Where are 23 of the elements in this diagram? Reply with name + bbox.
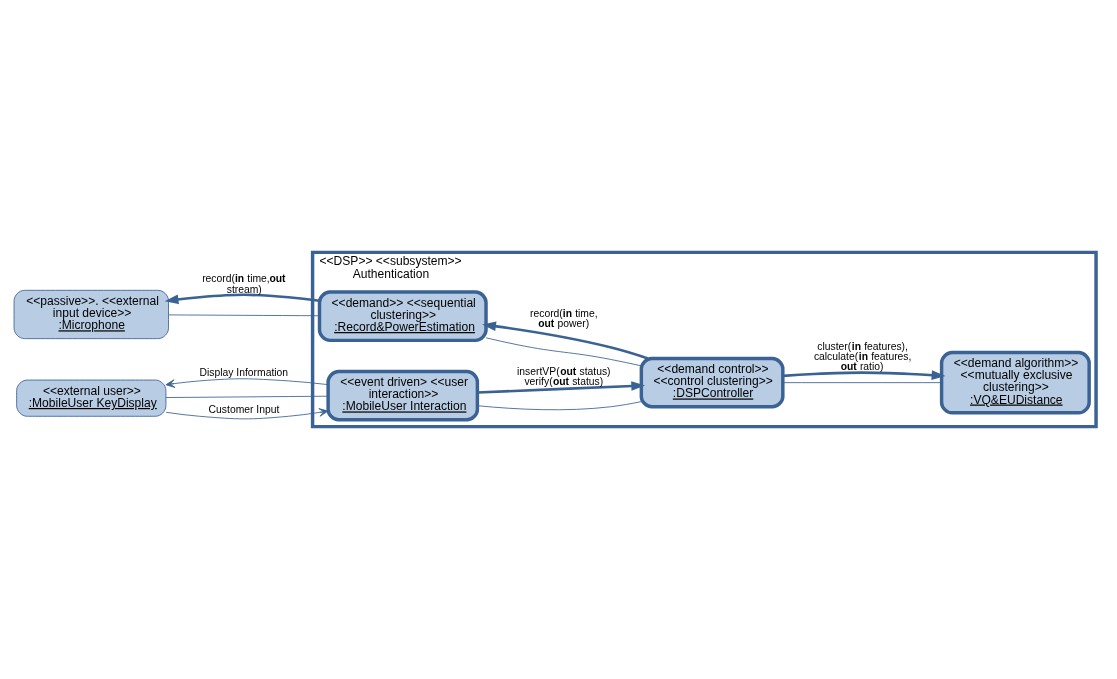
node-box: <<demand>> <<sequential clustering>> :Record&PowerEstimation <box>317 290 488 343</box>
edge-label: record(in time, out power) <box>530 307 598 330</box>
edge-label: record(in time,out stream) <box>202 273 286 295</box>
connector <box>168 314 320 317</box>
arrow <box>477 381 646 394</box>
node-box: <<demand control>> <<control clustering>> :DSPController <box>639 356 785 409</box>
arrow <box>164 293 320 305</box>
node-box: <<passive>>. <<external input device>> :Microphone <box>13 289 169 340</box>
connector <box>485 337 642 367</box>
arrow <box>782 370 946 380</box>
edge-label: insertVP(out status) verify(out status) <box>517 365 611 387</box>
connector <box>782 382 942 384</box>
arrow <box>165 408 329 420</box>
node-box: <<event driven> <<user interaction>> :MobileUser Interaction <box>326 369 480 422</box>
arrow <box>482 321 649 360</box>
node-box: <<demand algorithm>> <<mutually exclusive clustering>> :VQ&EUDistance <box>939 350 1091 415</box>
edge-label: Display Information <box>199 367 289 379</box>
arrow <box>165 378 329 388</box>
edge-label: cluster(in features), calculate(in features, out ratio) <box>813 340 912 373</box>
connector <box>165 395 329 398</box>
edge-label: Customer Input <box>208 404 280 416</box>
connector <box>477 401 642 411</box>
node-box: <<external user>> :MobileUser KeyDisplay <box>16 379 167 417</box>
